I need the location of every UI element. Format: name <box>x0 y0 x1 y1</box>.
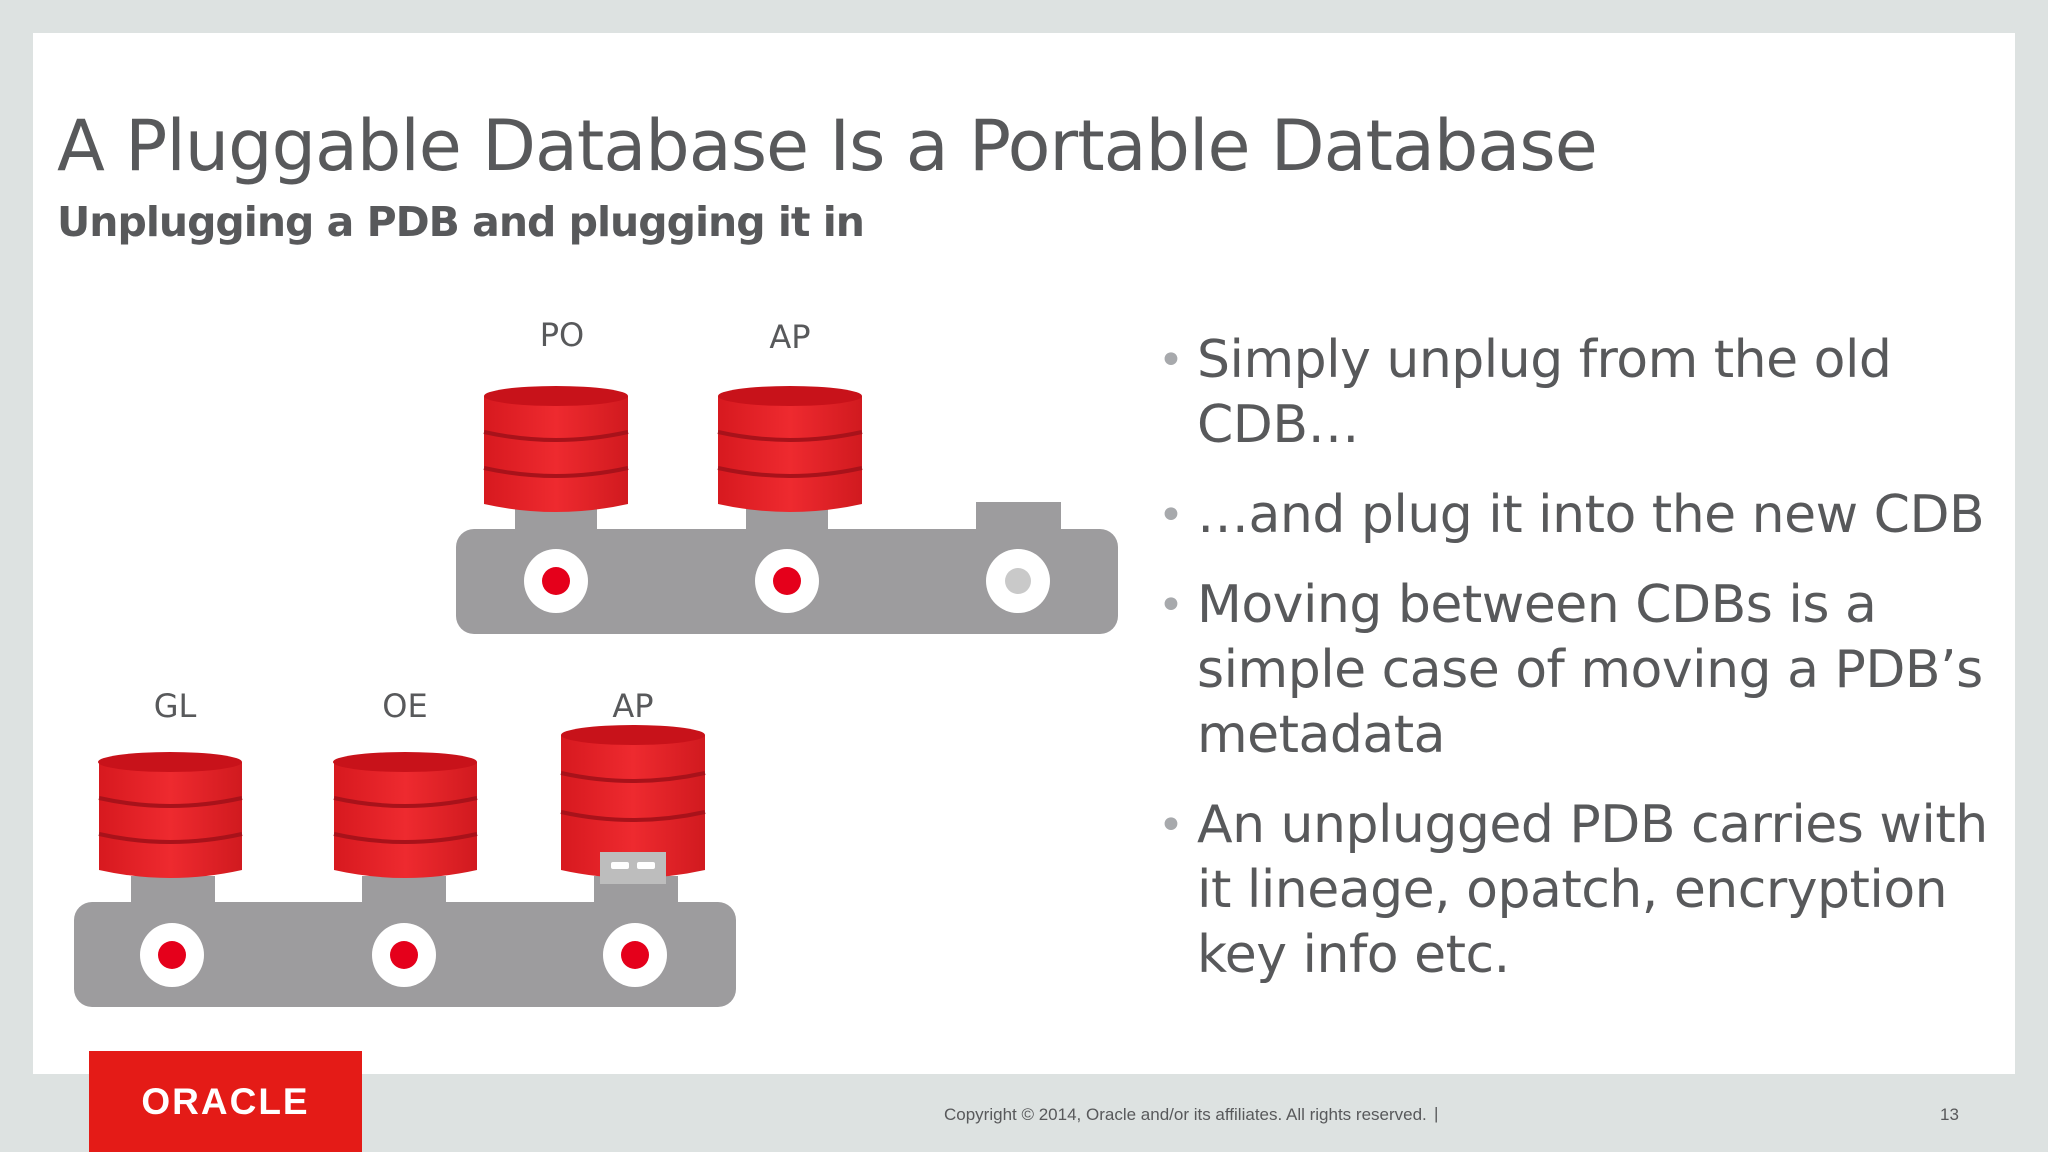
footer-copyright: Copyright © 2014, Oracle and/or its affi… <box>944 1105 1427 1124</box>
database-icon-ap-plugging <box>560 725 706 884</box>
database-icon-ap-upper <box>717 386 863 512</box>
database-icon-gl <box>98 752 243 878</box>
footer-separator: | <box>1434 1104 1439 1123</box>
pdb-diagram: PO AP <box>74 316 1118 1007</box>
bullet-list: •Simply unplug from the old CDB… •…and p… <box>1158 328 1998 1013</box>
oracle-logo: ORACLE <box>89 1051 362 1152</box>
bullet-item: •Moving between CDBs is a simple case of… <box>1158 575 1983 765</box>
database-label-ap-upper: AP <box>769 318 810 356</box>
bullet-dot-icon: • <box>1158 490 1184 541</box>
upper-slot-2 <box>755 549 819 613</box>
database-label-ap-lower: AP <box>612 687 653 725</box>
lower-slot-2 <box>372 923 436 987</box>
bullet-dot-icon: • <box>1158 800 1184 851</box>
bullet-item: •An unplugged PDB carries with it lineag… <box>1158 795 1988 985</box>
slide-subtitle: Unplugging a PDB and plugging it in <box>57 198 865 246</box>
upper-cdb: PO AP <box>456 316 1118 634</box>
upper-slot-1 <box>524 549 588 613</box>
slide-title: A Pluggable Database Is a Portable Datab… <box>57 105 1598 187</box>
database-icon-oe <box>333 752 478 878</box>
lower-slot-1 <box>140 923 204 987</box>
bullet-item: •…and plug it into the new CDB <box>1158 483 1998 548</box>
oracle-logo-text: ORACLE <box>141 1080 310 1122</box>
database-label-po: PO <box>540 316 584 354</box>
upper-empty-slot <box>986 549 1050 613</box>
database-icon-po <box>483 386 629 512</box>
bullet-dot-icon: • <box>1158 335 1184 386</box>
page-number: 13 <box>1940 1105 1959 1124</box>
bullet-item: •Simply unplug from the old CDB… <box>1158 330 1892 455</box>
lower-cdb: GL OE AP <box>74 687 736 1007</box>
lower-slot-3 <box>603 923 667 987</box>
database-label-gl: GL <box>154 687 197 725</box>
bullet-dot-icon: • <box>1158 580 1184 631</box>
database-label-oe: OE <box>382 687 427 725</box>
